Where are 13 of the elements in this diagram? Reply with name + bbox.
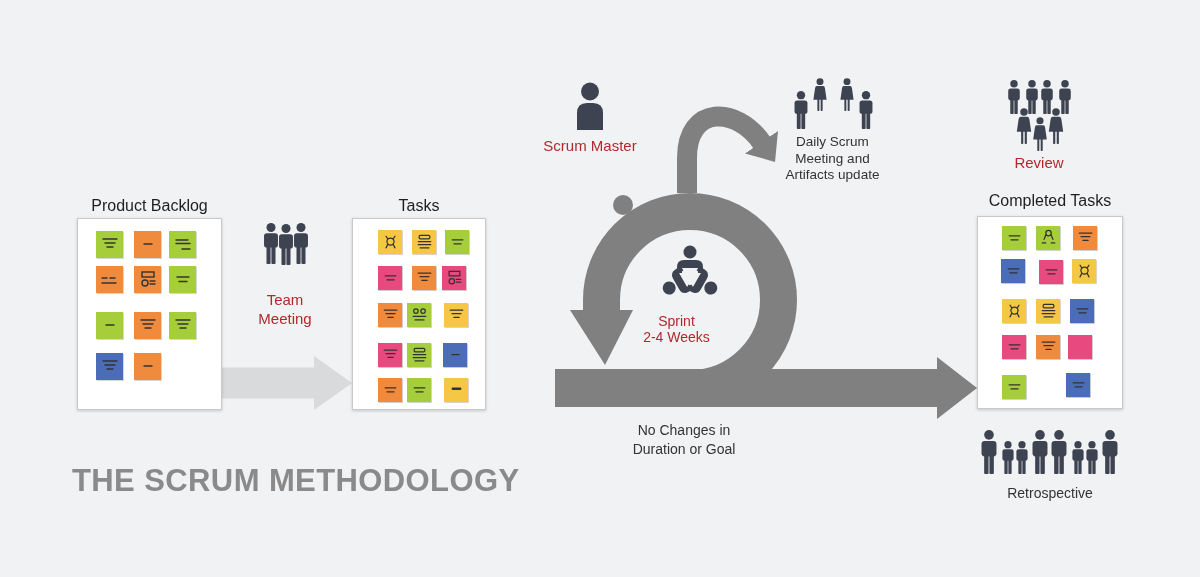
text-label: Review — [1014, 154, 1064, 172]
arrow — [798, 357, 977, 419]
board-title: Product Backlog — [91, 196, 208, 216]
diagram-title: THE SCRUM METHODOLOGY — [72, 463, 520, 499]
node-label: Sprint — [658, 313, 695, 329]
text-label: Scrum Master — [543, 137, 637, 155]
node-label: 2-4 Weeks — [643, 329, 710, 345]
board-title: Completed Tasks — [988, 191, 1112, 211]
text-label: Retrospective — [1007, 484, 1093, 502]
arrow — [222, 356, 352, 410]
board-title: Tasks — [398, 196, 440, 216]
node-caption: No Changes in Duration or Goal — [631, 421, 737, 459]
node-label: Daily Scrum Meeting and Artifacts update — [784, 134, 881, 184]
